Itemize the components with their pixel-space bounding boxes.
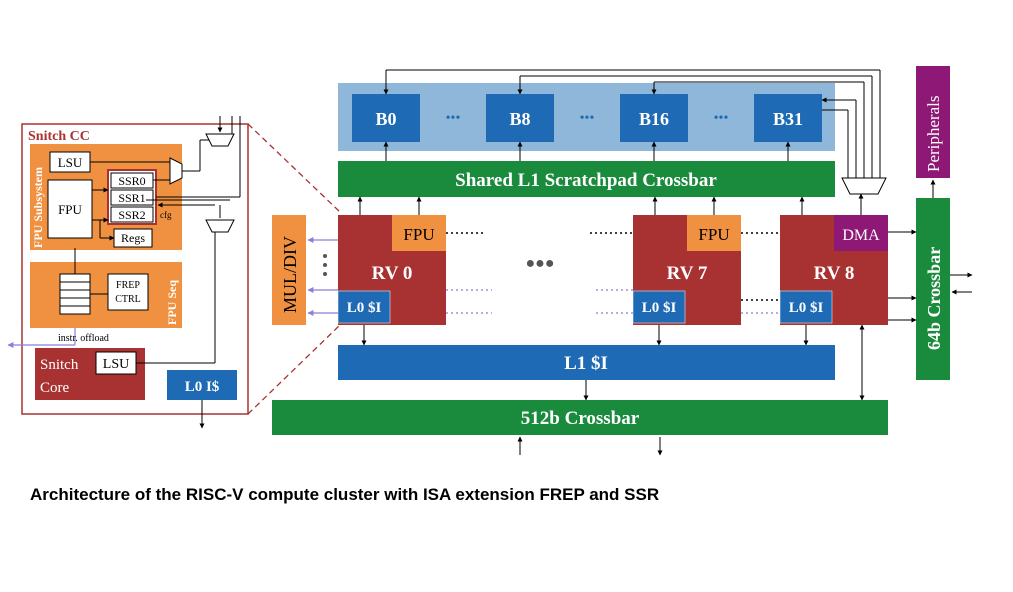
snitch-top-mux — [205, 133, 235, 147]
core-rv8-label: RV 8 — [814, 263, 855, 284]
regs-label: Regs — [121, 231, 145, 245]
core-rv0: FPU RV 0 L0 $I — [337, 215, 446, 325]
frep-ctrl-line2: CTRL — [115, 294, 141, 305]
bank-b8: B8 — [486, 94, 554, 142]
bank-ellipsis-3: ••• — [714, 111, 729, 126]
peripherals-label: Peripherals — [924, 96, 943, 172]
core-rv7-l0 — [632, 290, 686, 324]
svg-text:L0 $I: L0 $I — [789, 300, 824, 316]
bank-ellipsis-2: ••• — [580, 111, 595, 126]
core-rv8-l0 — [779, 290, 833, 324]
svg-text:B8: B8 — [509, 109, 530, 129]
l1-icache-label: L1 $I — [564, 353, 608, 374]
frep-ctrl-line1: FREP — [116, 280, 140, 291]
crossbar-64b — [916, 198, 950, 380]
snitch-mid-mux — [205, 219, 235, 233]
ssr2-box — [110, 206, 154, 223]
fpu-label: FPU — [58, 202, 82, 217]
ssr2-label: SSR2 — [118, 208, 145, 222]
snitch-core-line2: Core — [40, 380, 70, 396]
crossbar-512b — [272, 400, 888, 435]
svg-text:L0 $I: L0 $I — [347, 300, 382, 316]
svg-text:FPU: FPU — [403, 225, 434, 244]
core-rv8-dma — [834, 215, 888, 251]
mul-div-label: MUL/DIV — [280, 236, 300, 313]
crossbar-64b-label: 64b Crossbar — [924, 247, 944, 350]
peripherals-box — [916, 66, 950, 178]
frep-ctrl-box — [107, 273, 149, 311]
lsu-mux-shape — [169, 157, 183, 185]
figure-caption: Architecture of the RISC-V compute clust… — [30, 485, 660, 504]
core-rv7: FPU RV 7 L0 $I — [632, 215, 741, 325]
fpu-lsu-label: LSU — [58, 155, 83, 170]
snitch-core-line1: Snitch — [40, 357, 79, 373]
core-rv0-fpu — [392, 215, 446, 251]
cfg-label: cfg — [160, 210, 172, 220]
l1-scratchpad-crossbar — [338, 161, 835, 197]
mul-div-dots — [323, 254, 327, 276]
core-dots: ●●● — [526, 255, 555, 272]
fpu-box — [47, 179, 93, 239]
crossbar-mux — [841, 177, 887, 195]
instr-offload-label: instr. offload — [58, 333, 109, 344]
core-rv7-fpu — [687, 215, 741, 251]
mul-div-box — [272, 215, 306, 325]
bank-b31: B31 — [754, 94, 822, 142]
fpu-seq-queue — [59, 273, 91, 315]
core-rv8: DMA RV 8 L0 $I — [779, 215, 888, 325]
ssr1-label: SSR1 — [118, 191, 145, 205]
svg-text:B31: B31 — [773, 109, 803, 129]
core-rv0-l0 — [337, 290, 391, 324]
bank-ellipsis-1: ••• — [446, 111, 461, 126]
fpu-subsystem-label: FPU Subsystem — [31, 167, 45, 248]
bank-b0: B0 — [352, 94, 420, 142]
svg-text:DMA: DMA — [842, 227, 880, 244]
fpu-seq-label: FPU Seq — [165, 280, 179, 325]
crossbar-512b-label: 512b Crossbar — [521, 408, 640, 429]
svg-text:B16: B16 — [639, 109, 669, 129]
l1-scratchpad-crossbar-label: Shared L1 Scratchpad Crossbar — [455, 170, 717, 191]
l0-icache-label: L0 I$ — [185, 379, 220, 395]
core-rv0-label: RV 0 — [372, 263, 413, 284]
core-rv7-label: RV 7 — [667, 263, 708, 284]
svg-text:L0 $I: L0 $I — [642, 300, 677, 316]
core-lsu-label: LSU — [103, 357, 129, 372]
bank-b16: B16 — [620, 94, 688, 142]
svg-text:FPU: FPU — [698, 225, 729, 244]
snitch-cc-title: Snitch CC — [28, 129, 90, 144]
ssr0-label: SSR0 — [118, 174, 145, 188]
svg-text:B0: B0 — [375, 109, 396, 129]
l1-icache — [338, 345, 835, 380]
l0-icache-box — [167, 370, 237, 400]
fpu-seq-box — [30, 262, 182, 328]
zoom-lines — [247, 123, 341, 415]
tcdm-area — [338, 83, 835, 151]
snitch-cc-block: Snitch CC FPU Subsystem LSU FPU SSR0 SSR… — [7, 116, 249, 429]
ssr1-box — [110, 189, 154, 206]
